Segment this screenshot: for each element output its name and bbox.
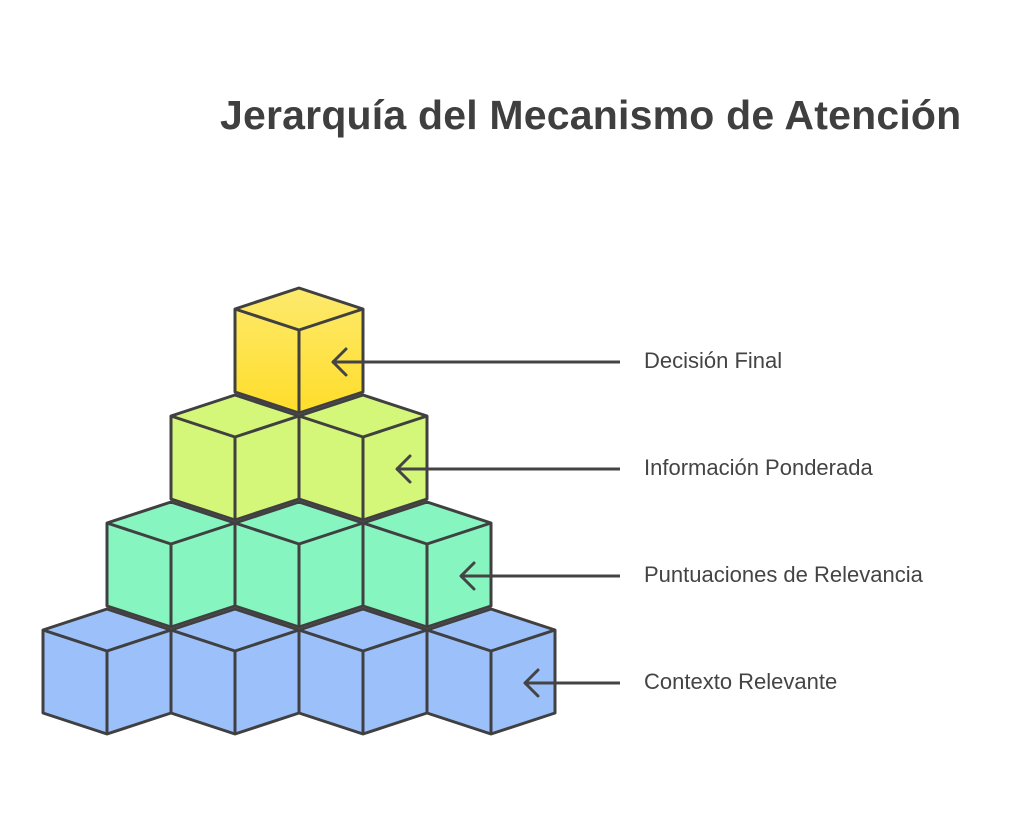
- arrow-icon: [523, 668, 620, 698]
- cube: [361, 500, 493, 629]
- arrow-icon: [395, 454, 620, 484]
- cube: [41, 607, 173, 736]
- level-label-puntuaciones-relevancia: Puntuaciones de Relevancia: [644, 562, 923, 587]
- cube: [233, 500, 365, 629]
- pyramid-level-3: [105, 500, 493, 629]
- arrow-icon: [459, 561, 620, 591]
- pyramid-level-1: [233, 286, 365, 415]
- cube: [169, 393, 301, 522]
- diagram-title: Jerarquía del Mecanismo de Atención: [220, 92, 962, 138]
- cube: [297, 607, 429, 736]
- cube: [169, 607, 301, 736]
- level-label-contexto-relevante: Contexto Relevante: [644, 669, 838, 694]
- cube: [105, 500, 237, 629]
- level-label-informacion-ponderada: Información Ponderada: [644, 455, 873, 480]
- cube: [297, 393, 429, 522]
- arrow-icon: [331, 347, 620, 377]
- level-label-decision-final: Decisión Final: [644, 348, 783, 373]
- cube: [233, 286, 365, 415]
- cube: [425, 607, 557, 736]
- pyramid-level-4: [41, 607, 557, 736]
- pyramid-level-2: [169, 393, 429, 522]
